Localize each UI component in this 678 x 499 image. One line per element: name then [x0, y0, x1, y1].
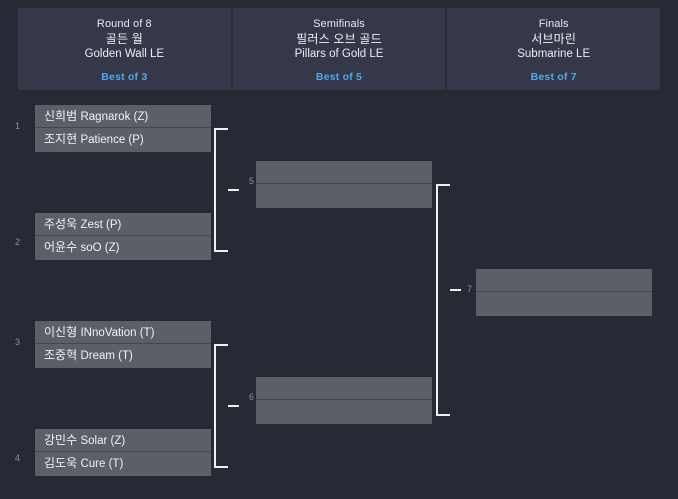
player-name-kr: 조지현	[44, 132, 81, 146]
match-number: 2	[14, 237, 20, 247]
match-slot[interactable]	[476, 269, 652, 292]
round-name: Finals	[538, 18, 569, 30]
match-slot[interactable]: 어윤수 soO (Z)	[35, 236, 211, 259]
player-name-en: Cure	[80, 458, 109, 470]
round-name: Round of 8	[96, 18, 152, 30]
player-race: (T)	[118, 350, 133, 362]
match-slot[interactable]	[476, 292, 652, 315]
match-slot[interactable]	[256, 184, 432, 207]
bracket-connector-stub	[228, 189, 239, 191]
player-name-kr: 주성욱	[44, 217, 81, 231]
player-name-en: Dream	[80, 350, 119, 362]
player-race: (P)	[106, 219, 122, 231]
match-number: 1	[14, 121, 20, 131]
player-race: (Z)	[133, 111, 149, 123]
player-name-kr: 김도욱	[44, 456, 81, 470]
player-name-en: Solar	[80, 435, 111, 447]
round-map-name-kr: 골든 월	[105, 32, 143, 46]
bracket-connector-upper	[214, 128, 228, 252]
match-box[interactable]	[256, 377, 432, 424]
match-box[interactable]	[256, 161, 432, 208]
match-number: 6	[248, 392, 254, 402]
match-number: 4	[14, 453, 20, 463]
round-header-finals: Finals 서브마린 Submarine LE Best of 7	[445, 8, 660, 90]
match-slot[interactable]: 김도욱 Cure (T)	[35, 452, 211, 475]
match-number: 3	[14, 337, 20, 347]
round-map-name-en: Pillars of Gold LE	[294, 48, 384, 60]
bracket-connector-stub	[450, 289, 461, 291]
round-header-bar: Round of 8 골든 월 Golden Wall LE Best of 3…	[18, 8, 660, 90]
player-race: (P)	[128, 134, 144, 146]
round-best-of: Best of 5	[315, 71, 363, 83]
player-name-en: Patience	[80, 134, 129, 146]
round-best-of: Best of 3	[101, 71, 148, 83]
match-number: 5	[248, 176, 254, 186]
match-slot[interactable]: 조중혁 Dream (T)	[35, 344, 211, 367]
player-race: (Z)	[110, 435, 126, 447]
player-name-en: Zest	[80, 219, 107, 231]
player-name-kr: 신희범	[44, 109, 81, 123]
match-slot[interactable]: 강민수 Solar (Z)	[35, 429, 211, 452]
match-slot[interactable]: 이신형 INnoVation (T)	[35, 321, 211, 344]
match-slot[interactable]: 신희범 Ragnarok (Z)	[35, 105, 211, 128]
round-map-name-en: Golden Wall LE	[84, 48, 165, 60]
player-name-kr: 어윤수	[44, 240, 81, 254]
player-name-en: soO	[80, 242, 105, 254]
match-slot[interactable]: 주성욱 Zest (P)	[35, 213, 211, 236]
match-box[interactable]: 이신형 INnoVation (T) 조중혁 Dream (T)	[35, 321, 211, 368]
round-name: Semifinals	[313, 18, 365, 30]
player-race: (T)	[139, 327, 155, 339]
player-name-kr: 강민수	[44, 433, 81, 447]
match-slot[interactable]	[256, 377, 432, 400]
round-map-name-kr: 서브마린	[531, 32, 577, 46]
player-name-kr: 이신형	[44, 325, 81, 339]
round-map-name-kr: 필러스 오브 골드	[296, 32, 382, 46]
player-race: (T)	[108, 458, 124, 470]
round-header-round-of-8: Round of 8 골든 월 Golden Wall LE Best of 3	[18, 8, 231, 90]
match-slot[interactable]	[256, 161, 432, 184]
match-box[interactable]: 신희범 Ragnarok (Z) 조지현 Patience (P)	[35, 105, 211, 152]
match-number: 7	[466, 284, 472, 294]
player-race: (Z)	[104, 242, 120, 254]
round-map-name-en: Submarine LE	[517, 48, 591, 60]
round-header-semifinals: Semifinals 필러스 오브 골드 Pillars of Gold LE …	[230, 8, 446, 90]
match-box[interactable]: 강민수 Solar (Z) 김도욱 Cure (T)	[35, 429, 211, 476]
match-slot[interactable]	[256, 400, 432, 423]
player-name-kr: 조중혁	[44, 348, 81, 362]
player-name-en: INnoVation	[80, 327, 140, 339]
bracket-connector-stub	[228, 405, 239, 407]
match-box[interactable]: 주성욱 Zest (P) 어윤수 soO (Z)	[35, 213, 211, 260]
round-best-of: Best of 7	[530, 71, 577, 83]
bracket-connector-lower	[214, 344, 228, 468]
match-box[interactable]	[476, 269, 652, 316]
bracket-connector-final	[436, 184, 450, 416]
player-name-en: Ragnarok	[80, 111, 134, 123]
match-slot[interactable]: 조지현 Patience (P)	[35, 128, 211, 151]
